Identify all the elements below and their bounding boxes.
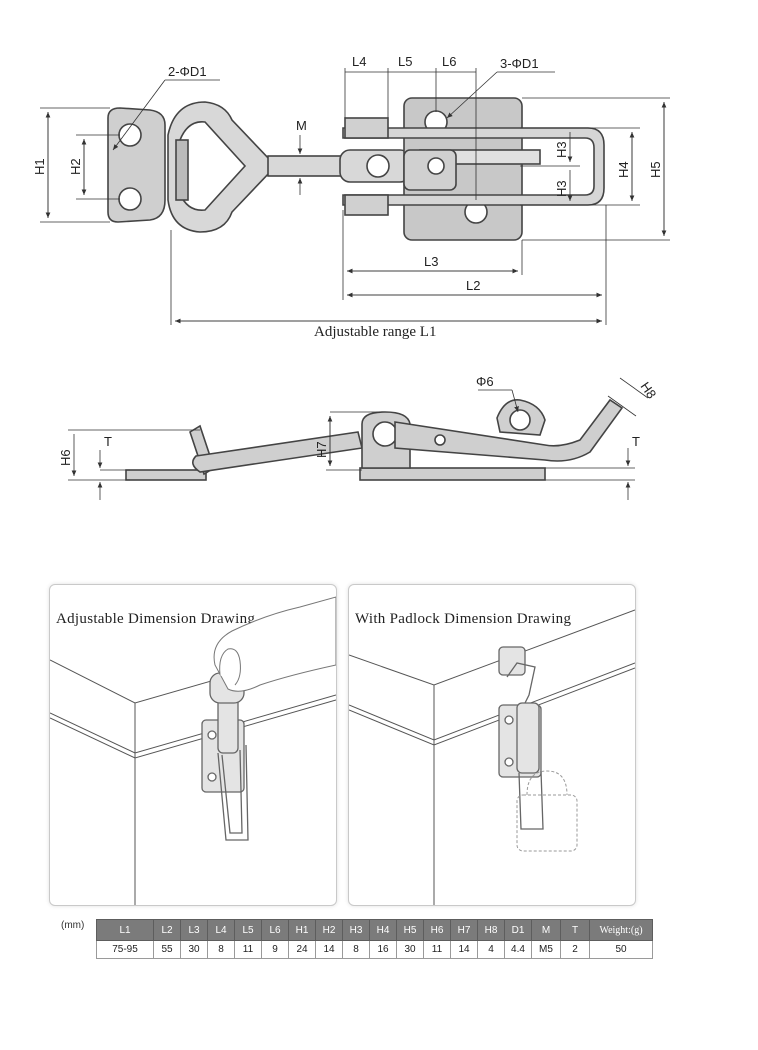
spec-value-cell: 14 [315,940,343,959]
top-view-drawing: 2-ΦD1 3-ΦD1 L4 L5 L6 M H1 H2 H3 H3 H4 H5… [32,54,670,340]
dim-l4: L4 [352,54,366,69]
spec-header-cell: H4 [369,919,397,941]
spec-header-cell: H1 [288,919,316,941]
dim-h5: H5 [648,161,663,178]
spec-header-cell: L5 [234,919,262,941]
adjustable-panel-title: Adjustable Dimension Drawing [56,611,256,627]
spec-header-cell: H5 [396,919,424,941]
spec-table-header-row: L1 L2 L3 L4 L5 L6 H1 H2 H3 H4 H5 H6 H7 H… [96,919,653,941]
side-view-drawing: H6 T H7 Φ6 T H8 [58,374,660,500]
dim-l1: Adjustable range L1 [314,324,436,340]
spec-header-cell: L2 [153,919,181,941]
dim-h2: H2 [68,158,83,175]
threaded-rod [267,155,349,177]
dim-h6: H6 [58,449,73,466]
dim-h1: H1 [32,158,47,175]
dim-t-left: T [104,434,112,449]
spec-value-cell: 2 [560,940,590,959]
spec-value-cell: 11 [423,940,451,959]
spec-header-cell: T [560,919,590,941]
hook-hole-bottom [118,187,142,211]
dim-h8: H8 [638,379,660,401]
dim-3-d1: 3-ΦD1 [500,56,539,71]
spec-header-cell: M [531,919,561,941]
spec-value-cell: 30 [396,940,424,959]
spec-value-cell: 14 [450,940,478,959]
spec-header-cell: L6 [261,919,289,941]
dim-l6: L6 [442,54,456,69]
spec-header-cell: Weight:(g) [589,919,653,941]
dim-h3-top: H3 [554,141,569,158]
spec-value-cell: 24 [288,940,316,959]
spec-value-cell: 55 [153,940,181,959]
spec-value-cell: 30 [180,940,208,959]
adjustable-panel: Adjustable Dimension Drawing [49,584,337,906]
dim-l2: L2 [466,278,480,293]
spec-value-cell: 9 [261,940,289,959]
spec-header-cell: H6 [423,919,451,941]
spec-value-cell: 75-95 [96,940,154,959]
dim-phi6: Φ6 [476,374,494,389]
dim-h4: H4 [616,161,631,178]
hook-base [125,469,207,481]
spec-value-cell: 11 [234,940,262,959]
spec-value-cell: 16 [369,940,397,959]
spec-header-cell: H2 [315,919,343,941]
spec-header-cell: H3 [342,919,370,941]
spec-value-cell: M5 [531,940,561,959]
side-lever [394,398,624,462]
unit-label: (mm) [61,920,85,931]
spec-table: L1 L2 L3 L4 L5 L6 H1 H2 H3 H4 H5 H6 H7 H… [96,919,653,959]
dim-h7: H7 [314,441,329,458]
spec-header-cell: H8 [477,919,505,941]
dim-t-right: T [632,434,640,449]
spec-value-cell: 50 [589,940,653,959]
spec-value-cell: 8 [207,940,235,959]
dim-2-d1: 2-ΦD1 [168,64,207,79]
dim-l5: L5 [398,54,412,69]
spec-header-cell: D1 [504,919,532,941]
side-base [359,467,546,481]
spec-header-cell: L4 [207,919,235,941]
adjustable-illustration [50,596,336,905]
spec-value-cell: 4.4 [504,940,532,959]
spec-value-cell: 4 [477,940,505,959]
spec-header-cell: H7 [450,919,478,941]
padlock-panel-title: With Padlock Dimension Drawing [355,611,572,627]
dim-h3-bottom: H3 [554,180,569,197]
spec-header-cell: L1 [96,919,154,941]
dim-l3: L3 [424,254,438,269]
side-rod [192,431,363,473]
padlock-illustration [349,609,635,905]
padlock-panel: With Padlock Dimension Drawing [348,584,636,906]
dim-m: M [296,118,307,133]
spec-table-value-row: 75-95 55 30 8 11 9 24 14 8 16 30 11 14 4… [96,940,653,959]
spec-header-cell: L3 [180,919,208,941]
spec-value-cell: 8 [342,940,370,959]
